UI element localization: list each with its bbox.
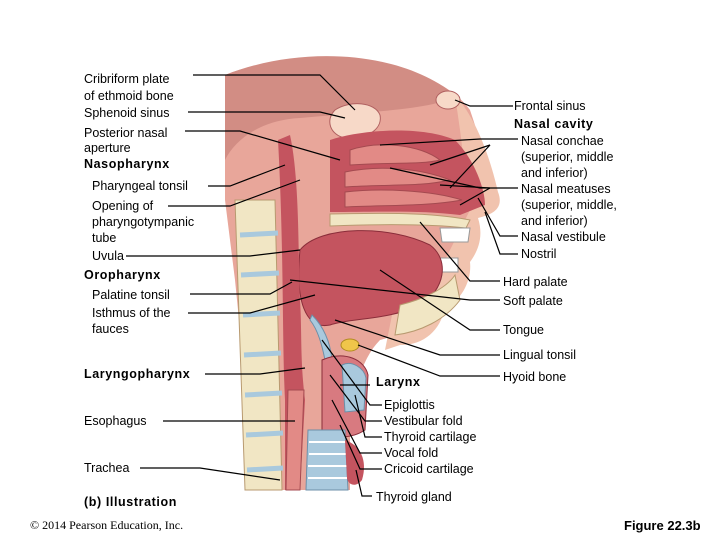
leader-trachea <box>140 467 281 481</box>
leader-meatuses-3 <box>459 187 491 206</box>
label-opening-tube-line1: Opening of <box>92 199 154 213</box>
leader-lingual-tonsil <box>334 319 500 356</box>
trachea-shape <box>305 429 349 491</box>
leader-hard-palate <box>419 221 500 282</box>
label-nasopharynx: Nasopharynx <box>84 157 170 171</box>
label-nasal-meatuses-line1: Nasal meatuses <box>521 182 611 196</box>
leader-vestibular-fold <box>329 374 382 422</box>
label-cribriform-line1: Cribriform plate <box>84 72 170 86</box>
label-nasal-vestibule: Nasal vestibule <box>521 230 606 244</box>
trachea-rings <box>308 441 347 479</box>
leader-nasal-conchae <box>379 138 518 146</box>
label-larynx: Larynx <box>376 375 421 389</box>
leader-conchae-2 <box>429 144 491 166</box>
leader-sphenoid <box>188 111 346 119</box>
label-posterior-aperture-line1: Posterior nasal <box>84 126 168 140</box>
thyroid-cartilage-shape <box>341 363 367 413</box>
label-hard-palate: Hard palate <box>503 275 568 289</box>
label-epiglottis: Epiglottis <box>384 398 435 412</box>
label-esophagus: Esophagus <box>84 414 147 428</box>
label-soft-palate: Soft palate <box>503 294 563 308</box>
leader-thyroid-cartilage <box>354 394 382 438</box>
leader-tongue <box>379 269 500 331</box>
label-trachea: Trachea <box>84 461 130 475</box>
label-frontal-sinus: Frontal sinus <box>514 99 586 113</box>
label-vestibular-fold: Vestibular fold <box>384 414 463 428</box>
label-nasal-conchae-line3: and inferior) <box>521 166 588 180</box>
leader-lines <box>126 74 518 497</box>
leader-hyoid <box>357 344 500 377</box>
leader-posterior-aperture <box>185 130 341 161</box>
label-palatine-tonsil: Palatine tonsil <box>92 288 170 302</box>
label-vocal-fold: Vocal fold <box>384 446 439 460</box>
label-pharyngeal-tonsil: Pharyngeal tonsil <box>92 179 188 193</box>
label-opening-tube-line2: pharyngotympanic <box>92 215 195 229</box>
label-opening-tube-line3: tube <box>92 231 117 245</box>
label-laryngopharynx: Laryngopharynx <box>84 367 191 381</box>
vertebral-column <box>234 199 283 491</box>
leader-pharyngeal-tonsil <box>208 164 286 187</box>
label-cricoid-cartilage: Cricoid cartilage <box>384 462 474 476</box>
label-hyoid-bone: Hyoid bone <box>503 370 567 384</box>
label-nasal-meatuses-line2: (superior, middle, <box>521 198 617 212</box>
frontal-sinus-shape <box>435 90 461 110</box>
leader-conchae-3 <box>449 144 491 189</box>
leader-epiglottis <box>321 339 382 406</box>
label-isthmus-line2: fauces <box>92 322 129 336</box>
figure-number: Figure 22.3b <box>624 518 701 533</box>
copyright-text: © 2014 Pearson Education, Inc. <box>30 518 184 532</box>
leader-uvula <box>126 249 301 257</box>
label-thyroid-gland: Thyroid gland <box>376 490 452 504</box>
label-nasal-conchae-line1: Nasal conchae <box>521 134 604 148</box>
leader-nasal-vestibule <box>477 197 518 237</box>
label-nasal-meatuses-line3: and inferior) <box>521 214 588 228</box>
label-posterior-aperture-line2: aperture <box>84 141 131 155</box>
label-sphenoid-sinus: Sphenoid sinus <box>84 106 170 120</box>
leader-vocal-fold <box>331 399 382 454</box>
leader-frontal-sinus <box>454 99 513 107</box>
leader-isthmus <box>188 294 316 314</box>
esophagus-shape <box>285 389 305 491</box>
label-illustration: (b) Illustration <box>84 495 177 509</box>
label-nasal-cavity: Nasal cavity <box>514 117 594 131</box>
conchae-shape <box>344 144 463 208</box>
hyoid-shape <box>340 338 360 352</box>
mandible-shape <box>394 273 461 336</box>
leader-nostril <box>484 211 518 255</box>
leader-palatine-tonsil <box>190 281 293 295</box>
leader-meatuses-2 <box>439 184 491 189</box>
label-nostril: Nostril <box>521 247 557 261</box>
label-nasal-conchae-line2: (superior, middle <box>521 150 614 164</box>
label-lingual-tonsil: Lingual tonsil <box>503 348 576 362</box>
label-tongue: Tongue <box>503 323 545 337</box>
leader-laryngopharynx <box>205 367 306 375</box>
label-uvula: Uvula <box>92 249 124 263</box>
leader-cricoid-cartilage <box>339 424 382 470</box>
vertebral-disks <box>239 230 284 473</box>
label-thyroid-cartilage: Thyroid cartilage <box>384 430 477 444</box>
leader-cribriform <box>193 74 356 111</box>
leader-soft-palate <box>289 279 500 301</box>
label-isthmus-line1: Isthmus of the <box>92 306 171 320</box>
leader-thyroid-gland <box>355 469 372 497</box>
thyroid-gland-shape <box>345 440 365 485</box>
label-oropharynx: Oropharynx <box>84 268 161 282</box>
leader-opening-tube <box>168 179 301 207</box>
label-cribriform-line2: of ethmoid bone <box>84 89 174 103</box>
